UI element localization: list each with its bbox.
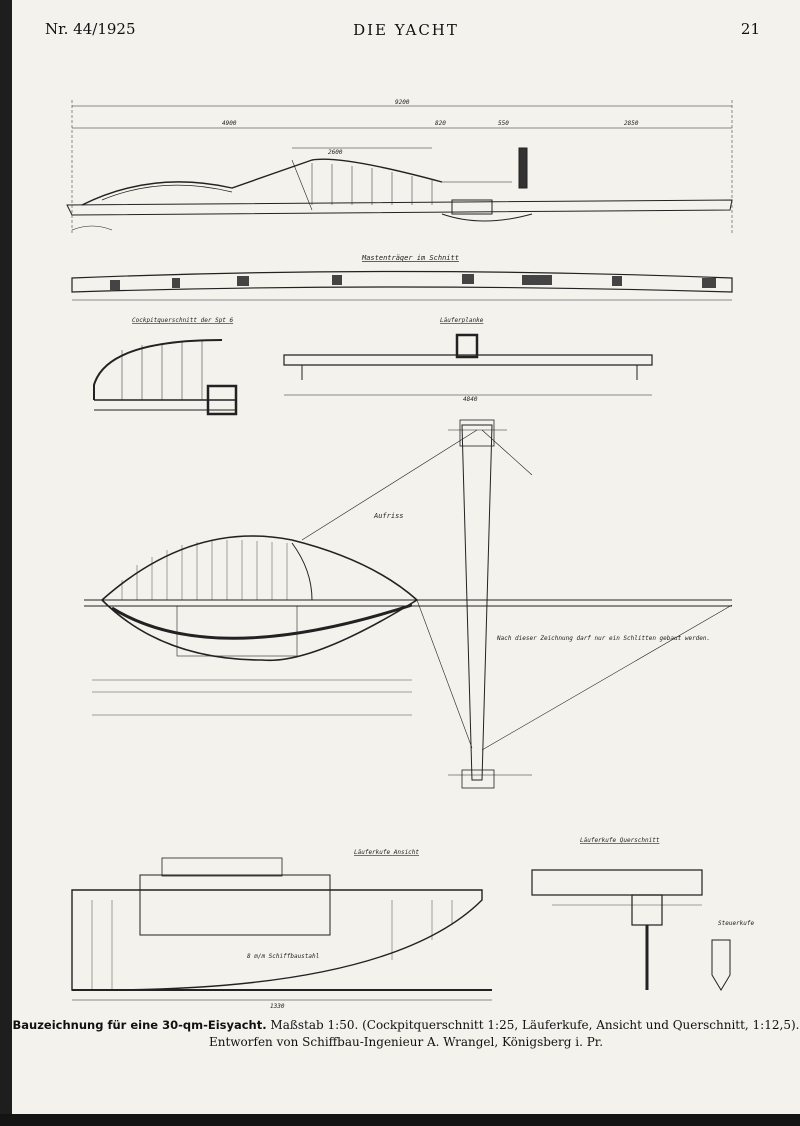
hull-plan bbox=[84, 535, 732, 716]
label-cockpit: Cockpitquerschnitt der Spt 6 bbox=[132, 317, 234, 324]
label-mast-carrier: Mastenträger im Schnitt bbox=[361, 254, 459, 262]
dim-overall: 9200 bbox=[395, 99, 410, 106]
label-steering-runner: Steuerkufe bbox=[718, 920, 755, 927]
label-sail-plan: Aufriss bbox=[373, 512, 404, 520]
cockpit-cross-section bbox=[93, 339, 238, 416]
caption-scale: Maßstab 1:50. (Cockpitquerschnitt 1:25, … bbox=[266, 1018, 800, 1032]
svg-text:550: 550 bbox=[498, 120, 509, 127]
mast-and-rigging bbox=[301, 419, 733, 789]
runner-side-view bbox=[71, 857, 492, 1001]
scan-bottom-edge bbox=[0, 1114, 800, 1126]
journal-title: DIE YACHT bbox=[353, 21, 459, 39]
dim-width: 4840 bbox=[463, 396, 478, 403]
runner-plank bbox=[283, 333, 653, 396]
svg-text:820: 820 bbox=[435, 120, 446, 127]
svg-text:2850: 2850 bbox=[624, 120, 639, 127]
issue-number: Nr. 44/1925 bbox=[45, 20, 136, 38]
label-runner-plank: Läuferplanke bbox=[440, 317, 484, 324]
dim-runner-length: 1330 bbox=[270, 1003, 285, 1010]
runner-cross-section bbox=[531, 869, 731, 991]
caption-bold: Bauzeichnung für eine 30-qm-Eisyacht. bbox=[12, 1018, 267, 1032]
caption-line-1: Bauzeichnung für eine 30-qm-Eisyacht. Ma… bbox=[12, 1018, 800, 1032]
label-ship-steel: 8 m/m Schiffbaustahl bbox=[247, 953, 319, 960]
caption-line-2: Entworfen von Schiffbau-Ingenieur A. Wra… bbox=[208, 1035, 604, 1049]
binding-spine bbox=[0, 0, 12, 1126]
svg-text:2600: 2600 bbox=[328, 149, 343, 156]
construction-drawing: 9200 4900 820 550 2850 2600 Mastenträger i… bbox=[66, 99, 755, 1010]
side-elevation bbox=[66, 100, 733, 235]
page-number: 21 bbox=[740, 20, 760, 38]
label-runner-view: Läuferkufe Ansicht bbox=[354, 849, 419, 856]
label-runner-section: Läuferkufe Querschnitt bbox=[580, 837, 660, 844]
mast-carrier-section bbox=[71, 270, 733, 301]
magazine-page: Nr. 44/1925 DIE YACHT 21 bbox=[12, 0, 800, 1114]
svg-text:4900: 4900 bbox=[222, 120, 237, 127]
note-single-build: Nach dieser Zeichnung darf nur ein Schli… bbox=[496, 635, 710, 642]
